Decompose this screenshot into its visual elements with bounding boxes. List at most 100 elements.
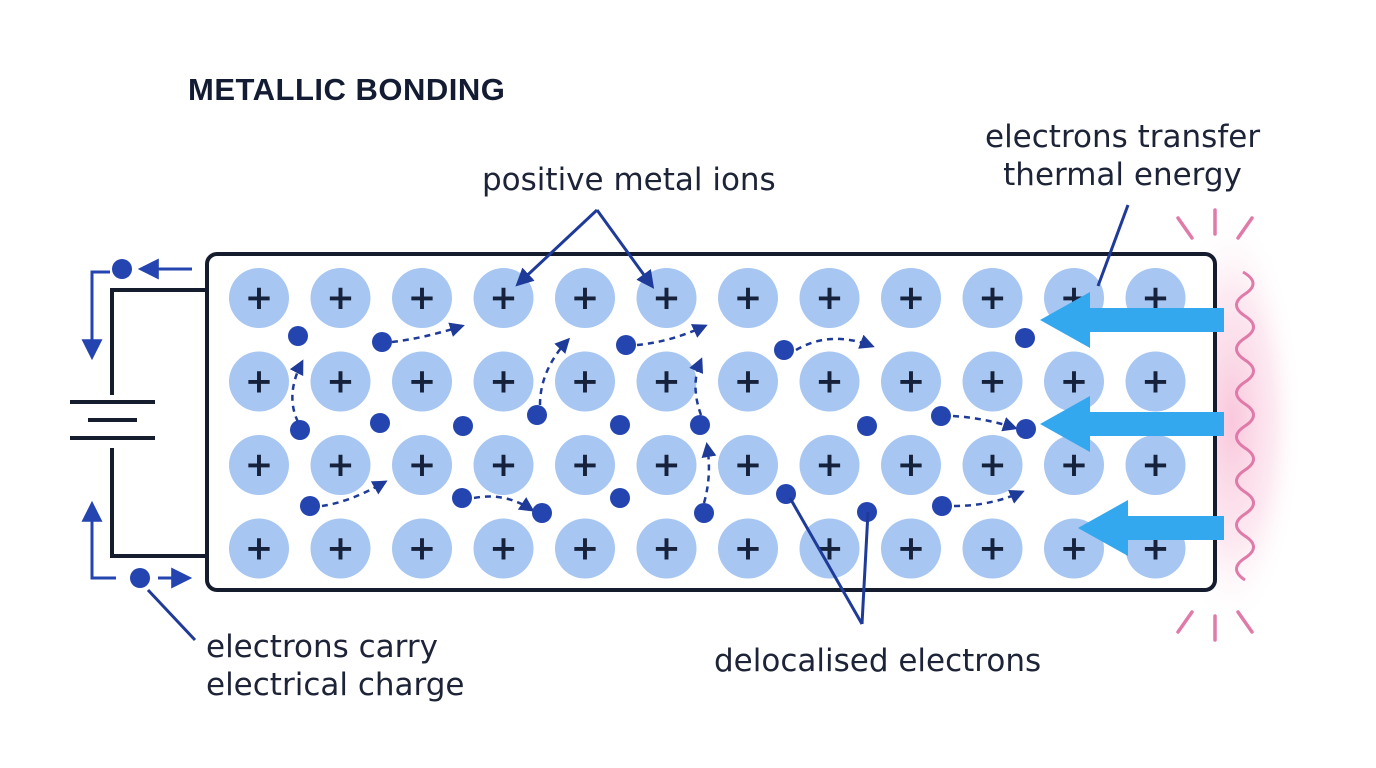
label-thermal-line-2: thermal energy bbox=[1003, 157, 1242, 193]
ion-sign: + bbox=[815, 362, 844, 402]
ion-sign: + bbox=[1060, 529, 1089, 569]
ion-sign: + bbox=[897, 278, 926, 318]
ion-icon: + bbox=[555, 435, 615, 495]
electron-icon bbox=[774, 340, 794, 360]
ion-sign: + bbox=[897, 362, 926, 402]
battery-icon bbox=[70, 288, 207, 558]
ion-sign: + bbox=[326, 278, 355, 318]
heat-arrow-icon bbox=[1040, 292, 1224, 348]
ion-icon: + bbox=[1044, 435, 1104, 495]
ion-icon: + bbox=[799, 435, 860, 495]
ion-sign: + bbox=[978, 362, 1007, 402]
ion-sign: + bbox=[408, 445, 437, 485]
electron-icon bbox=[452, 488, 472, 508]
electron-paths bbox=[289, 322, 1025, 512]
electron-icon bbox=[370, 413, 390, 433]
electron-path bbox=[289, 359, 304, 423]
ion-icon: + bbox=[881, 435, 941, 495]
ion-icon: + bbox=[473, 518, 534, 579]
electron-icon bbox=[300, 496, 320, 516]
ion-sign: + bbox=[652, 278, 681, 318]
ion-sign: + bbox=[571, 362, 600, 402]
electron-icon bbox=[112, 259, 132, 279]
ion-icon: + bbox=[310, 518, 371, 579]
label-delocalised-electrons: delocalised electrons bbox=[714, 643, 1042, 679]
ion-sign: + bbox=[1141, 445, 1170, 485]
heat-arrow-icon bbox=[1040, 396, 1224, 452]
ion-icon: + bbox=[1044, 351, 1104, 412]
electron-icon bbox=[931, 406, 951, 426]
ion-sign: + bbox=[734, 529, 763, 569]
heat-arrow-icon bbox=[1078, 500, 1224, 556]
ion-sign: + bbox=[1060, 445, 1089, 485]
ion-sign: + bbox=[489, 278, 518, 318]
ion-icon: + bbox=[881, 518, 941, 579]
label-charge-line-1: electrons carry bbox=[206, 629, 438, 665]
electron-icon bbox=[1015, 328, 1035, 348]
electron-path bbox=[473, 495, 535, 512]
electron-icon bbox=[527, 405, 547, 425]
ion-icon: + bbox=[881, 268, 941, 328]
heat-ray bbox=[1176, 610, 1194, 634]
electron-path bbox=[636, 324, 708, 347]
ion-icon: + bbox=[1125, 435, 1186, 495]
ion-icon: + bbox=[636, 435, 697, 495]
heat-arrows bbox=[1040, 292, 1224, 556]
electron-path bbox=[953, 489, 1025, 508]
ion-sign: + bbox=[978, 529, 1007, 569]
ion-icon: + bbox=[473, 435, 534, 495]
ion-sign: + bbox=[326, 362, 355, 402]
ion-icon: + bbox=[229, 435, 289, 495]
ion-icon: + bbox=[881, 351, 941, 412]
label-electrical-charge: electrons carry electrical charge bbox=[206, 628, 464, 704]
ion-icon: + bbox=[229, 518, 289, 579]
ion-icon: + bbox=[718, 351, 778, 412]
heat-ray bbox=[1236, 610, 1254, 634]
electron-icon bbox=[690, 415, 710, 435]
label-charge-line-2: electrical charge bbox=[206, 667, 465, 703]
label-positive-ions: positive metal ions bbox=[482, 162, 776, 198]
ion-icon: + bbox=[392, 435, 452, 495]
heat-ray bbox=[1176, 216, 1194, 240]
heat-ray bbox=[1236, 216, 1254, 240]
ion-icon: + bbox=[718, 518, 778, 579]
ion-sign: + bbox=[734, 445, 763, 485]
ion-icon: + bbox=[962, 435, 1023, 495]
electron-icon bbox=[532, 503, 552, 523]
electron-icon bbox=[372, 332, 392, 352]
ion-icon: + bbox=[229, 351, 289, 412]
ion-sign: + bbox=[489, 362, 518, 402]
ion-icon: + bbox=[392, 268, 452, 328]
electron-path bbox=[391, 322, 465, 344]
electron-path bbox=[701, 442, 717, 504]
ion-icon: + bbox=[799, 268, 860, 328]
ion-sign: + bbox=[571, 278, 600, 318]
ion-sign: + bbox=[897, 529, 926, 569]
ion-sign: + bbox=[326, 529, 355, 569]
ion-icon: + bbox=[392, 351, 452, 412]
ion-sign: + bbox=[326, 445, 355, 485]
ion-sign: + bbox=[897, 445, 926, 485]
electron-path bbox=[952, 414, 1018, 432]
ion-sign: + bbox=[571, 445, 600, 485]
electron-icon bbox=[453, 416, 473, 436]
ion-icon: + bbox=[962, 268, 1023, 328]
ion-icon: + bbox=[310, 435, 371, 495]
ion-sign: + bbox=[489, 529, 518, 569]
ion-icon: + bbox=[962, 518, 1023, 579]
ion-sign: + bbox=[245, 278, 274, 318]
ion-sign: + bbox=[408, 362, 437, 402]
ion-icon: + bbox=[392, 518, 452, 579]
ion-icon: + bbox=[636, 518, 697, 579]
ion-icon: + bbox=[799, 518, 860, 579]
ion-sign: + bbox=[978, 445, 1007, 485]
ion-icon: + bbox=[555, 518, 615, 579]
electron-icon bbox=[932, 496, 952, 516]
electron-icon bbox=[130, 568, 150, 588]
electron-path bbox=[538, 337, 571, 406]
electron-path bbox=[321, 480, 388, 508]
label-thermal-energy: electrons transfer thermal energy bbox=[985, 118, 1260, 194]
ion-icon: + bbox=[310, 268, 371, 328]
circuit-flow-arrows bbox=[81, 258, 193, 589]
